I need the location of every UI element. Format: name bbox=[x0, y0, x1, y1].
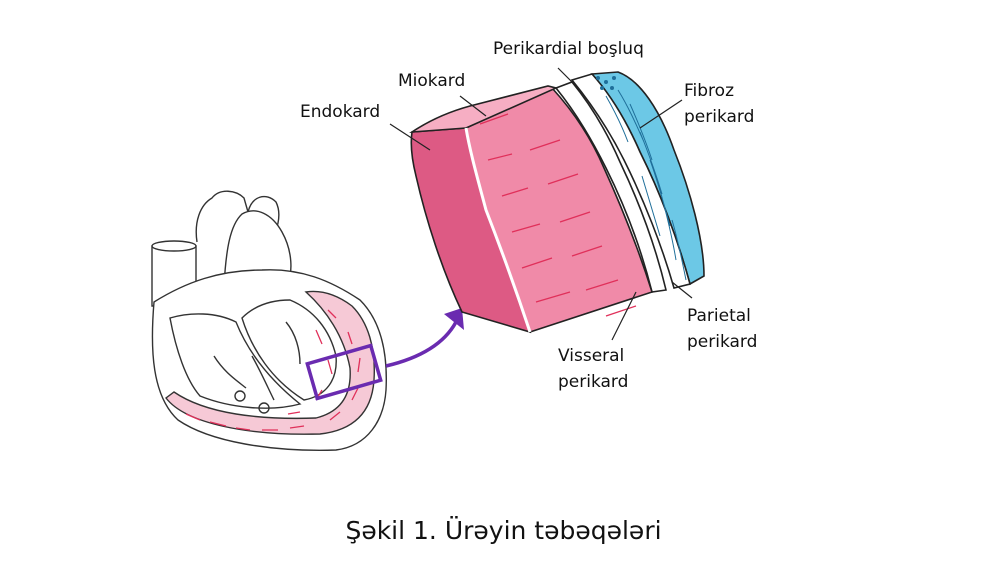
label-text: perikard bbox=[684, 107, 755, 127]
label-parietal-perikard: Parietal perikard bbox=[687, 303, 757, 355]
figure-caption: Şəkil 1. Ürəyin təbəqələri bbox=[345, 516, 662, 545]
zoom-arrow bbox=[385, 321, 458, 368]
heart-papillary-2 bbox=[258, 402, 270, 414]
leader-lines bbox=[389, 67, 693, 341]
leader-fibroz bbox=[639, 99, 683, 129]
pulmonary-vessel-opening bbox=[151, 240, 197, 252]
label-text: Fibroz bbox=[684, 81, 734, 101]
label-endokard: Endokard bbox=[300, 99, 380, 125]
leader-perikardial-bosluq bbox=[557, 67, 575, 85]
label-text: perikard bbox=[687, 332, 758, 352]
leader-visseral bbox=[611, 291, 637, 341]
parietal-pericardium bbox=[570, 73, 691, 289]
highlight-box bbox=[305, 343, 383, 401]
block-top-face bbox=[409, 85, 559, 134]
label-text: Parietal bbox=[687, 306, 751, 326]
fibrous-dots bbox=[596, 76, 616, 90]
label-text: perikard bbox=[558, 372, 629, 392]
layer-block bbox=[409, 71, 705, 334]
label-text: Visseral bbox=[558, 346, 625, 366]
label-perikardial-bosluq: Perikardial boşluq bbox=[493, 36, 644, 62]
heart-illustration bbox=[151, 190, 387, 451]
heart-chamber-left bbox=[169, 313, 302, 409]
endocardium-boundary bbox=[464, 127, 532, 333]
leader-miokard bbox=[459, 95, 487, 117]
label-text: Perikardial boşluq bbox=[493, 39, 644, 59]
block-fibers bbox=[479, 113, 637, 317]
label-text: Endokard bbox=[300, 102, 381, 122]
label-fibroz-perikard: Fibroz perikard bbox=[684, 78, 754, 130]
heart-myocardium-wall bbox=[165, 290, 376, 435]
label-visseral-perikard: Visseral perikard bbox=[558, 343, 628, 395]
label-miokard: Miokard bbox=[398, 68, 465, 94]
heart-valve bbox=[213, 321, 301, 401]
label-text: Miokard bbox=[398, 71, 466, 91]
leader-endokard bbox=[389, 123, 431, 151]
visceral-pericardium bbox=[554, 81, 667, 293]
heart-wall-fibers bbox=[185, 309, 361, 431]
heart-chamber-right bbox=[241, 299, 337, 401]
fibrous-texture bbox=[605, 89, 687, 281]
leader-parietal bbox=[671, 281, 693, 299]
zoom-arrow-head bbox=[444, 308, 464, 330]
heart-papillary bbox=[234, 390, 246, 402]
